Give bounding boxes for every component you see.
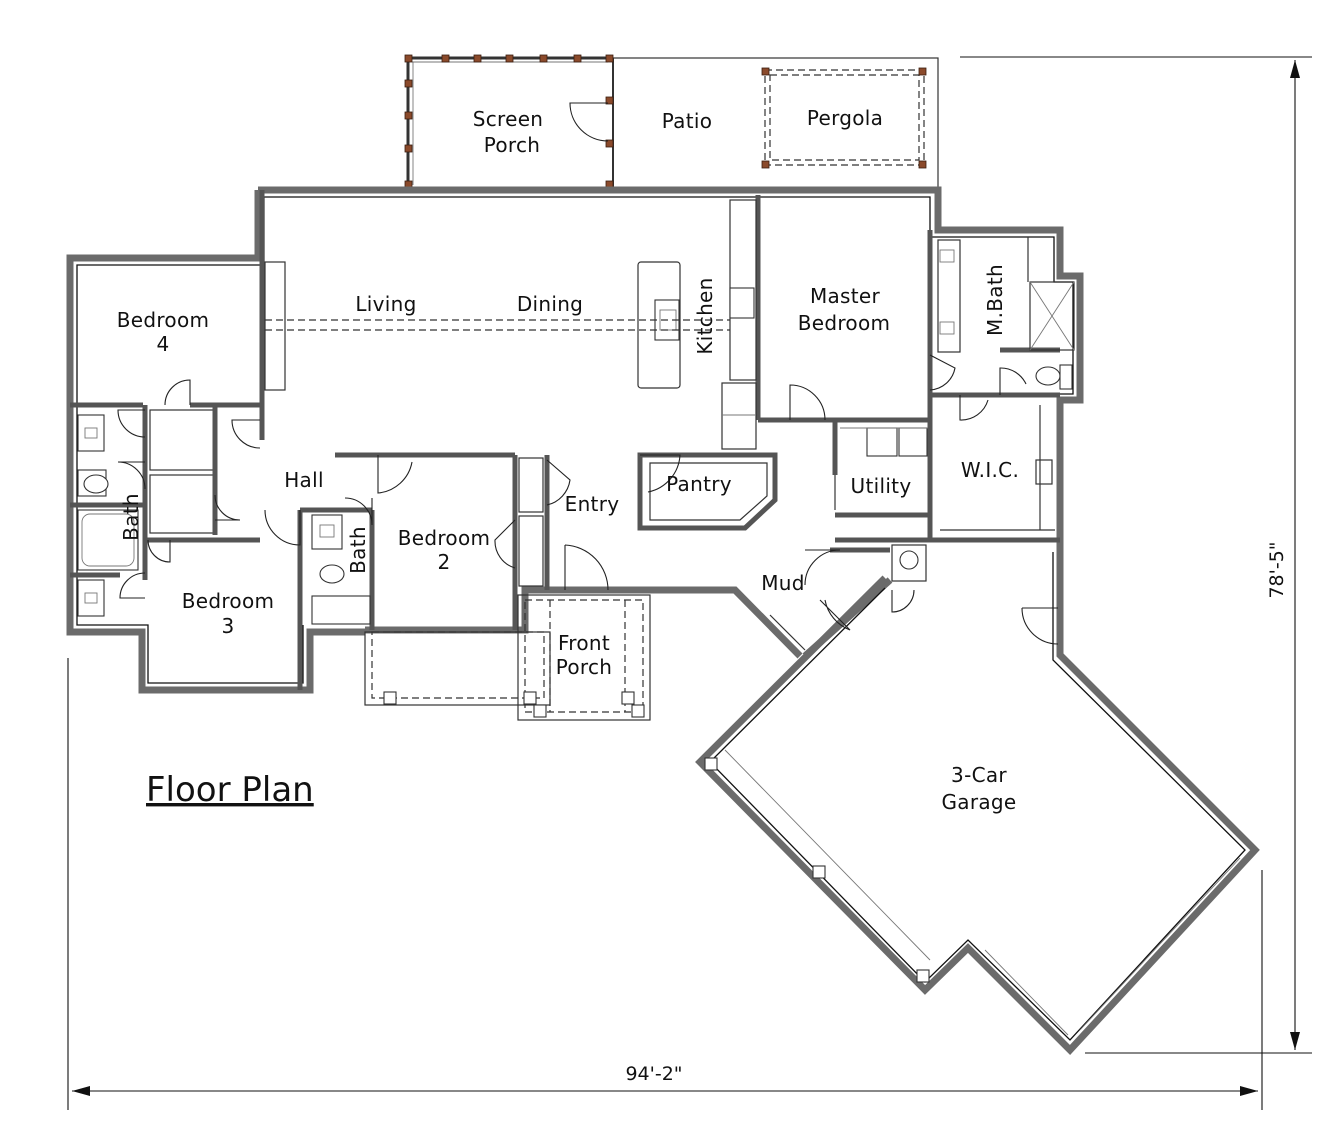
room-label-bedroom3-2: 3 <box>221 614 234 638</box>
doors <box>117 354 1027 631</box>
room-label-master-bedroom-1: Master <box>810 284 881 308</box>
dimension-label-width: 94'-2" <box>625 1063 682 1085</box>
room-label-master-bedroom-2: Bedroom <box>798 311 891 335</box>
exterior-walls <box>66 186 1084 694</box>
room-label-kitchen: Kitchen <box>693 277 717 354</box>
room-label-mud: Mud <box>761 571 805 595</box>
room-label-front-porch-2: Porch <box>556 655 613 679</box>
room-label-bedroom4-1: Bedroom <box>117 308 210 332</box>
room-label-garage-1: 3-Car <box>951 763 1007 787</box>
room-label-garage-2: Garage <box>941 790 1016 814</box>
room-label-dining: Dining <box>517 292 583 316</box>
room-label-bath-mid: Bath <box>346 526 370 574</box>
dimension-lines <box>67 56 1312 1110</box>
bath-fixtures <box>77 239 1073 625</box>
room-label-pantry: Pantry <box>666 472 732 496</box>
garage-walls <box>695 545 1260 1056</box>
room-label-pergola: Pergola <box>807 106 883 130</box>
room-label-bedroom2-2: 2 <box>437 550 450 574</box>
room-label-master-bath: M.Bath <box>983 264 1007 336</box>
room-label-bedroom3-1: Bedroom <box>182 589 275 613</box>
room-label-screen-porch-2: Porch <box>484 133 541 157</box>
room-label-living: Living <box>355 292 416 316</box>
room-label-screen-porch-1: Screen <box>473 107 544 131</box>
room-label-bath-left: Bath <box>119 493 143 541</box>
room-label-utility: Utility <box>851 474 912 498</box>
room-label-hall: Hall <box>284 468 324 492</box>
room-label-entry: Entry <box>565 492 620 516</box>
room-label-bedroom4-2: 4 <box>156 332 169 356</box>
interior-walls <box>70 190 1075 690</box>
room-label-patio: Patio <box>662 109 713 133</box>
room-label-bedroom2-1: Bedroom <box>398 526 491 550</box>
plan-title: Floor Plan <box>146 770 314 810</box>
front-porch-area <box>364 594 651 721</box>
room-labels: Screen Porch Patio Pergola Living Dining… <box>117 106 1288 1085</box>
dimension-label-depth: 78'-5" <box>1266 541 1288 598</box>
room-label-wic: W.I.C. <box>961 458 1019 482</box>
room-label-front-porch-1: Front <box>558 631 610 655</box>
